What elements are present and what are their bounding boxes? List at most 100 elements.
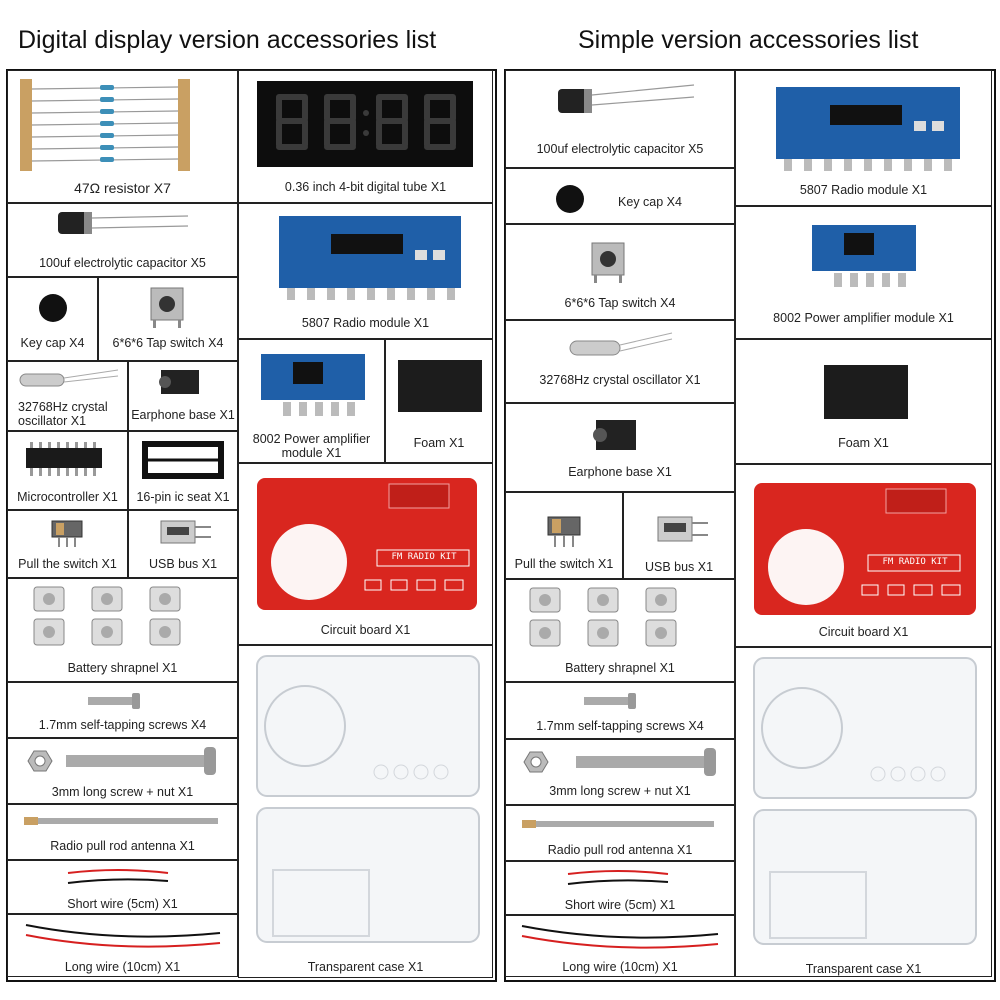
r-amp-module-cell: 8002 Power amplifier module X1 [735,206,992,339]
mcu-image [26,442,102,476]
r-foam-image [824,365,908,419]
r-tap-switch-cell: 6*6*6 Tap switch X4 [505,224,735,320]
r-short-wire-cell: Short wire (5cm) X1 [505,861,735,915]
r-circuit-board-cell: FM RADIO KIT Circuit board X1 [735,464,992,647]
r-long-wire-label: Long wire (10cm) X1 [562,960,678,974]
digital-tube-label: 0.36 inch 4-bit digital tube X1 [284,180,447,194]
resistor-image [20,79,190,171]
earphone-cell: Earphone base X1 [128,361,238,431]
antenna-cell: Radio pull rod antenna X1 [7,804,238,860]
mcu-label: Microcontroller X1 [17,490,118,504]
digital-tube-cell: 0.36 inch 4-bit digital tube X1 [238,70,493,203]
r-antenna-label: Radio pull rod antenna X1 [547,843,693,857]
r-antenna-image [522,820,714,828]
self-tapping-label: 1.7mm self-tapping screws X4 [38,718,207,732]
r-capacitor-label: 100uf electrolytic capacitor X5 [536,142,704,156]
key-cap-image [39,294,67,322]
digital-tube-image [257,81,473,167]
r-antenna-cell: Radio pull rod antenna X1 [505,805,735,861]
pull-switch-image [51,520,83,547]
amp-module-cell: 8002 Power amplifier module X1 [238,339,385,463]
r-circuit-board-label: Circuit board X1 [818,625,909,639]
r-capacitor-image [558,84,695,113]
self-tapping-image [88,693,140,709]
r-case-label: Transparent case X1 [805,962,922,976]
capacitor-image [58,212,189,234]
r-short-wire-image [567,870,669,885]
r-pull-switch-cell: Pull the switch X1 [505,492,623,579]
r-long-screw-label: 3mm long screw + nut X1 [549,784,691,798]
right-list-title: Simple version accessories list [578,26,919,54]
short-wire-image [67,869,169,884]
r-key-cap-image [556,185,584,213]
left-list-title: Digital display version accessories list [18,26,437,54]
battery-cell: Battery shrapnel X1 [7,578,238,682]
r-earphone-image [593,420,636,450]
usb-label: USB bus X1 [148,557,218,571]
r-crystal-label: 32768Hz crystal oscillator X1 [539,373,701,387]
resistor-cell: 47Ω resistor X7 [7,70,238,203]
r-tap-switch-label: 6*6*6 Tap switch X4 [564,296,676,310]
r-foam-label: Foam X1 [838,436,889,450]
r-self-tapping-cell: 1.7mm self-tapping screws X4 [505,682,735,739]
battery-label: Battery shrapnel X1 [67,661,178,675]
r-tap-switch-image [591,242,625,283]
r-long-wire-image [521,925,719,949]
tap-switch-cell: 6*6*6 Tap switch X4 [98,277,238,361]
usb-image [160,520,211,544]
r-long-wire-cell: Long wire (10cm) X1 [505,915,735,977]
long-screw-image [27,747,216,775]
r-key-cap-label: Key cap X4 [618,195,682,209]
r-radio-module-cell: 5807 Radio module X1 [735,70,992,206]
r-usb-label: USB bus X1 [644,560,714,574]
self-tapping-cell: 1.7mm self-tapping screws X4 [7,682,238,738]
foam-label: Foam X1 [413,436,465,450]
r-capacitor-cell: 100uf electrolytic capacitor X5 [505,70,735,168]
circuit-board-label: Circuit board X1 [320,623,411,637]
antenna-label: Radio pull rod antenna X1 [50,839,195,853]
r-case-cell: Transparent case X1 [735,647,992,977]
pcb-kit-text: FM RADIO KIT [391,552,457,562]
amp-module-image [261,354,365,416]
crystal-label-line1: 32768Hz crystal [18,400,108,414]
long-wire-image [25,924,221,948]
r-crystal-image [569,332,673,356]
short-wire-cell: Short wire (5cm) X1 [7,860,238,914]
long-screw-label: 3mm long screw + nut X1 [51,785,194,799]
r-earphone-label: Earphone base X1 [568,465,672,479]
foam-image [398,360,482,412]
amp-module-label-line1: 8002 Power amplifier [252,432,371,446]
r-pull-switch-label: Pull the switch X1 [514,557,614,571]
earphone-image [159,370,199,394]
r-key-cap-cell: Key cap X4 [505,168,735,224]
r-self-tapping-label: 1.7mm self-tapping screws X4 [536,719,704,733]
r-self-tapping-image [584,693,636,709]
antenna-image [24,817,218,825]
usb-cell: USB bus X1 [128,510,238,578]
r-battery-cell: Battery shrapnel X1 [505,579,735,682]
r-amp-module-image [812,225,916,287]
r-foam-cell: Foam X1 [735,339,992,464]
r-crystal-cell: 32768Hz crystal oscillator X1 [505,320,735,403]
capacitor-label: 100uf electrolytic capacitor X5 [39,256,206,270]
battery-image [33,586,181,646]
case-cell: Transparent case X1 [238,645,493,978]
tap-switch-label: 6*6*6 Tap switch X4 [112,336,224,350]
r-usb-cell: USB bus X1 [623,492,735,579]
long-wire-cell: Long wire (10cm) X1 [7,914,238,977]
r-radio-module-image [776,87,960,171]
radio-module-cell: 5807 Radio module X1 [238,203,493,339]
ic-seat-cell: 16-pin ic seat X1 [128,431,238,510]
short-wire-label: Short wire (5cm) X1 [67,897,178,911]
crystal-label-line2: oscillator X1 [18,414,87,428]
pull-switch-cell: Pull the switch X1 [7,510,128,578]
r-case-image [753,657,977,945]
r-radio-module-label: 5807 Radio module X1 [799,183,928,197]
case-label: Transparent case X1 [307,960,424,974]
r-pcb-kit-text: FM RADIO KIT [882,557,948,567]
long-wire-label: Long wire (10cm) X1 [64,960,181,974]
circuit-board-cell: FM RADIO KIT Circuit board X1 [238,463,493,645]
mcu-cell: Microcontroller X1 [7,431,128,510]
r-long-screw-cell: 3mm long screw + nut X1 [505,739,735,805]
r-amp-module-label: 8002 Power amplifier module X1 [773,311,954,325]
